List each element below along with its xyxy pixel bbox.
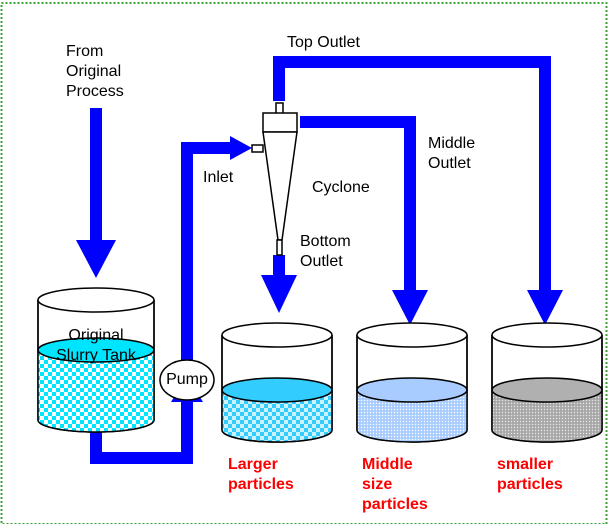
arrow-into-middle <box>392 290 428 325</box>
middle-line-3: particles <box>362 496 428 513</box>
arrow-into-smaller <box>527 290 563 325</box>
original-slurry-tank-label: Original Slurry Tank <box>38 326 154 366</box>
arrow-into-tank <box>76 240 116 278</box>
middle-outlet-line-1: Middle <box>428 135 476 152</box>
arrowheads <box>76 136 563 402</box>
smaller-particles-tank <box>491 322 603 443</box>
from-line-1: From <box>66 43 104 60</box>
from-line-2: Original <box>66 63 122 80</box>
middle-size-particles-label: Middle size particles <box>362 455 428 515</box>
smaller-line-2: particles <box>497 476 563 493</box>
cyclone-cone <box>262 131 298 241</box>
bottom-outlet-label: Bottom Outlet <box>300 232 351 272</box>
arrow-into-inlet <box>230 136 252 160</box>
larger-line-1: Larger <box>228 456 278 473</box>
tank-rim <box>37 287 155 313</box>
cyclone <box>251 102 298 256</box>
middle-line-2: size <box>362 476 393 493</box>
larger-liquid-surface <box>221 377 333 403</box>
cyclone-head <box>262 112 298 133</box>
pipe-tank-to-pump <box>90 400 193 464</box>
middle-outlet-label: Middle Outlet <box>428 134 475 174</box>
pipes <box>90 56 551 464</box>
pump-label: Pump <box>166 371 208 388</box>
smaller-liquid-surface <box>491 377 603 403</box>
middle-particles-tank <box>356 322 468 443</box>
pipe-pump-to-inlet <box>181 142 236 360</box>
larger-particles-tank <box>221 322 333 443</box>
tank-line-2: Slurry Tank <box>56 347 136 364</box>
larger-particles-label: Larger particles <box>228 455 294 495</box>
tank-line-1: Original <box>68 327 124 344</box>
pipe-middle-outlet <box>300 116 416 290</box>
pipe-top-outlet <box>273 56 551 290</box>
original-slurry-tank <box>37 287 155 433</box>
cyclone-bottom-nozzle <box>276 239 283 256</box>
middle-line-1: Middle <box>362 456 413 473</box>
tank-liquid <box>38 350 154 432</box>
bottom-outlet-line-2: Outlet <box>300 253 343 270</box>
from-original-process-label: From Original Process <box>66 42 124 102</box>
middle-liquid-surface <box>356 377 468 403</box>
cyclone-label: Cyclone <box>312 179 370 196</box>
bottom-outlet-line-1: Bottom <box>300 233 351 250</box>
smaller-tank-rim <box>491 322 603 348</box>
smaller-particles-label: smaller particles <box>497 455 563 495</box>
from-line-3: Process <box>66 83 124 100</box>
pump <box>159 359 215 401</box>
middle-tank-rim <box>356 322 468 348</box>
larger-tank-rim <box>221 322 333 348</box>
inlet-label: Inlet <box>203 169 234 186</box>
larger-line-2: particles <box>228 476 294 493</box>
cyclone-inlet-nozzle <box>251 144 264 153</box>
arrow-into-larger <box>261 275 297 313</box>
middle-outlet-line-2: Outlet <box>428 155 471 172</box>
top-outlet-label: Top Outlet <box>287 34 360 51</box>
smaller-line-1: smaller <box>497 456 554 473</box>
